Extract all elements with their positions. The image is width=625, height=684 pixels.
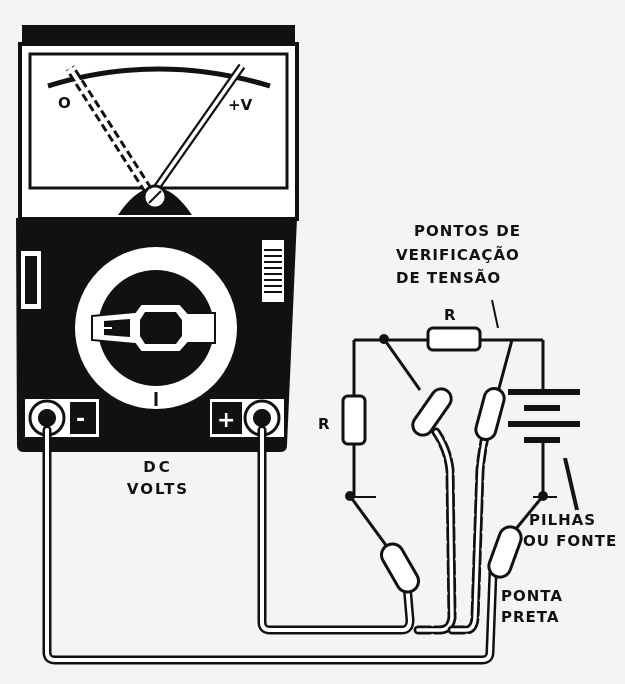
alt-lead-1-outline — [413, 427, 457, 635]
screw-slot-icon — [148, 190, 162, 204]
probe-red — [380, 542, 420, 594]
battery-pointer-2 — [563, 457, 577, 511]
probe-tip-2 — [496, 339, 514, 393]
multimeter: O +V - + — [16, 25, 299, 452]
test-points-pointer — [491, 299, 499, 329]
left-side-slot-inner — [25, 256, 37, 304]
positive-lead — [260, 428, 412, 632]
battery-line2: OU FONTE — [523, 532, 617, 550]
meter-scale-window — [28, 52, 289, 190]
resistor-left-label: R — [318, 415, 330, 433]
battery-line1: PILHAS — [529, 511, 596, 529]
needle-solid — [153, 64, 244, 192]
circuit-wiring — [352, 338, 557, 498]
negative-jack-hole — [38, 409, 56, 427]
scale-right-label: +V — [228, 96, 253, 114]
battery-pointer — [565, 457, 579, 511]
probe-tip-black — [513, 495, 545, 531]
volts-label: VOLTS — [127, 480, 189, 498]
probe-label-line1: PONTA — [501, 587, 563, 605]
test-points-line2: VERIFICAÇÃO — [396, 245, 520, 264]
probe-tip-red — [348, 495, 390, 549]
probe-black — [487, 525, 523, 579]
scale-left-label: O — [58, 94, 71, 112]
positive-sign: + — [217, 408, 235, 433]
alt-lead-2 — [450, 430, 488, 632]
positive-lead-outline — [257, 425, 415, 635]
resistor-top — [426, 326, 482, 352]
test-leads — [42, 425, 498, 665]
needle-dashed — [68, 66, 150, 192]
dc-label: DC — [143, 458, 172, 476]
selector-knob-grip — [140, 312, 182, 344]
resistor-left — [341, 394, 367, 446]
battery-symbol — [508, 389, 580, 443]
test-points-line3: DE TENSÃO — [396, 268, 501, 287]
probe-label-line2: PRETA — [501, 608, 559, 626]
meter-top-cap — [22, 25, 295, 47]
probe-tip-1 — [382, 338, 422, 391]
probe-dashed-1 — [411, 387, 453, 437]
negative-sign-box — [70, 402, 96, 434]
probes — [348, 338, 545, 594]
positive-jack-hole — [253, 409, 271, 427]
right-side-grip-lines — [264, 249, 282, 293]
positive-sign-box — [212, 402, 242, 434]
probe-dashed-2 — [474, 387, 506, 441]
negative-lead — [45, 428, 495, 662]
resistor-top-label: R — [444, 306, 456, 324]
alt-lead-1 — [416, 430, 454, 632]
negative-sign: - — [76, 407, 85, 432]
test-points-line1: PONTOS DE — [414, 222, 521, 240]
selector-pointer — [104, 319, 130, 337]
